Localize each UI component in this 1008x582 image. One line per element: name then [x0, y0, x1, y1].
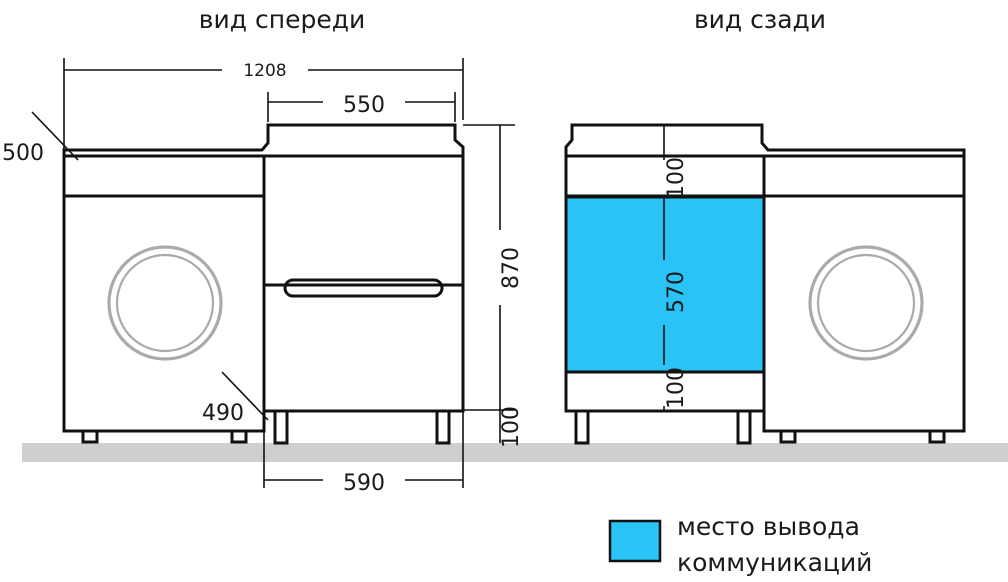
legend-line-1: место вывода — [677, 512, 860, 541]
front-washer-drum — [107, 245, 223, 361]
dim-depth-cabinet: 490 — [202, 401, 244, 426]
back-washer-drum — [808, 245, 924, 361]
dim-back-bottom: 100 — [664, 367, 689, 409]
front-washer-foot-left — [81, 429, 99, 444]
dim-total-width: 1208 — [243, 61, 286, 81]
floor — [22, 443, 1008, 462]
back-washer-drum-inner — [816, 253, 916, 353]
legend-line-2: коммуникаций — [677, 548, 872, 577]
dim-height: 870 — [499, 247, 524, 289]
communications-zone — [564, 195, 766, 374]
back-countertop — [564, 123, 966, 158]
dim-top-width: 550 — [343, 93, 385, 118]
dim-depth-left: 500 — [2, 141, 44, 166]
dim-back-zone: 570 — [664, 271, 689, 313]
back-washer-body — [762, 154, 966, 433]
front-washer-foot-right — [230, 429, 248, 444]
back-washer-foot-left — [779, 429, 797, 444]
back-cabinet-leg-left — [574, 409, 590, 445]
back-cabinet-leg-right — [736, 409, 752, 445]
front-cabinet-leg-right — [435, 409, 451, 445]
front-countertop — [62, 123, 465, 158]
front-view: 1208 550 500 870 100 490 590 — [2, 58, 524, 496]
back-washer-foot-right — [928, 429, 946, 444]
legend-swatch — [608, 519, 662, 563]
title-front-view: вид спереди — [199, 5, 365, 34]
front-cabinet-leg-left — [273, 409, 289, 445]
front-cabinet-handle — [283, 278, 444, 298]
dim-cabinet-width: 590 — [343, 471, 385, 496]
dim-back-top: 100 — [664, 157, 689, 199]
title-back-view: вид сзади — [694, 5, 826, 34]
back-view: 100 570 100 — [564, 123, 966, 445]
dim-leg-height: 100 — [499, 406, 524, 448]
front-washer-drum-inner — [115, 253, 215, 353]
